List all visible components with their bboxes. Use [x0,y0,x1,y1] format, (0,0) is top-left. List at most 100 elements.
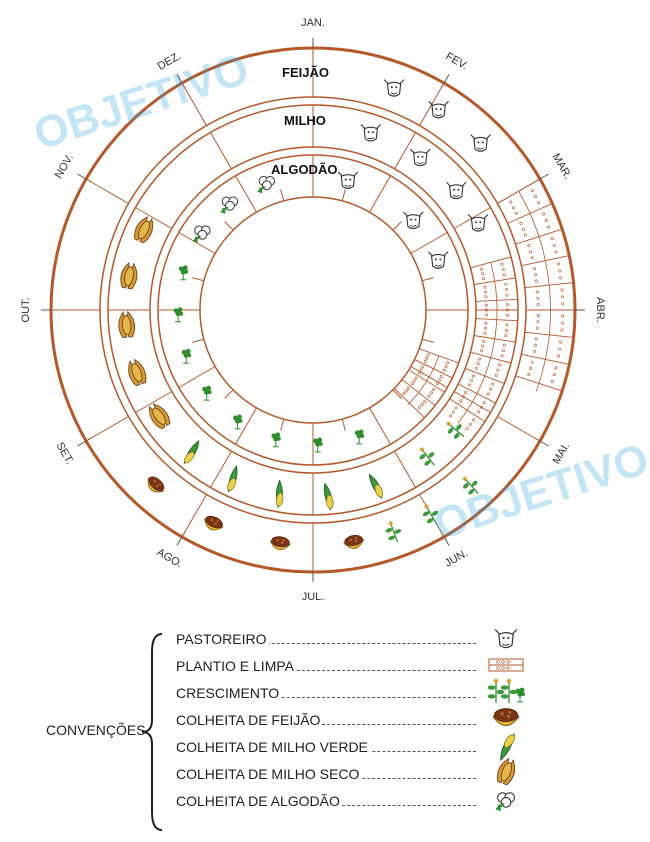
ring-label-feijao: FEIJÃO [282,65,329,80]
plantio-cell-divider [516,229,563,244]
plantio-seed [515,212,517,214]
plantio-seed [553,244,555,246]
legend-item-colheita-algodao: COLHEITA DE ALGODÃO [176,790,526,814]
plantio-cell-divider [470,257,511,268]
plantio-seed [436,382,438,384]
band-spoke [211,132,232,168]
plantio-seed [528,244,530,246]
cotton-icon [258,177,275,194]
plantio-seed [537,297,539,299]
bean-bowl-icon [269,535,291,551]
plantio-seed [445,365,447,367]
green-corn-icon [181,440,204,465]
plantio-seed [421,366,423,368]
plantio-seed [534,195,536,197]
month-label: JUL. [302,591,325,603]
plantio-seed [531,257,533,259]
plantio-seed [534,274,536,276]
plantio-seed [505,288,507,290]
inner-tick [225,390,233,398]
growth-icon [415,443,440,470]
crop-calendar-diagram: JAN.FEV.MAR.ABR.MAI.JUN.JUL.AGO.SET.OUT.… [0,0,650,620]
plantio-seed [424,360,426,362]
plantio-seed [503,344,505,346]
plantio-seed [503,274,505,276]
legend-item-label: COLHEITA DE MILHO SECO [176,766,361,782]
plantio-seed [440,375,442,377]
plantio-seed [418,372,420,374]
plantio-seed [561,322,563,324]
cattle-icon [428,252,448,268]
legend-item-label: CRESCIMENTO [176,685,281,701]
legend-item-label: COLHEITA DE MILHO VERDE [176,739,370,755]
plantio-seed [485,295,487,297]
plantio-seed [483,401,485,403]
plantio-seed [413,380,415,382]
plantio-seed [480,350,482,352]
legend-item-plantio: PLANTIO E LIMPA [176,655,526,679]
plantio-seed [460,400,462,402]
growth-icon [271,432,280,446]
plantio-cell-divider [419,349,458,363]
legend-item-label: COLHEITA DE ALGODÃO [176,793,342,809]
plantio-seed [407,387,409,389]
plantio-seed [506,314,508,316]
plantio-seed [536,327,538,329]
plantio-seed [531,361,533,363]
plantio-seed [495,374,497,376]
legend: CONVENÇÕES PASTOREIRO PLANTIO E LIMPA CR… [0,620,650,842]
plantio-seed [484,327,486,329]
plantio-seed [497,369,499,371]
plantio-seed [477,362,479,364]
plantio-seed [555,251,557,253]
cotton-icon [194,226,211,243]
plantio-seed [520,222,522,224]
plantio-seed [506,294,508,296]
plantio-seed [485,304,487,306]
plantio-seed [505,283,507,285]
plantio-cell-divider [521,354,569,364]
inner-tick [281,419,284,431]
plantio-seed [411,382,413,384]
inner-tick [422,278,434,281]
inner-tick [342,419,345,431]
plantio-seed [415,377,417,379]
plantio-seed [452,411,454,413]
plantio-seed [470,379,472,381]
plantio-seed [559,277,561,279]
plantio-seed [561,315,563,317]
plantio-seed [482,340,484,342]
legend-brace [140,632,170,832]
plantio-cell-divider [458,384,495,403]
dry-corn-icon [132,215,157,245]
plantio-cell-divider [465,368,504,383]
plantio-seed [405,390,407,392]
plantio-seed [449,415,451,417]
inner-tick [225,222,233,230]
ring-label-algodao: ALGODÃO [271,162,337,177]
plantio-seed [561,296,563,298]
plantio-seed [438,379,440,381]
plantio-seed [430,392,432,394]
plantio-grid [394,179,575,430]
plantio-seed [547,226,549,228]
plantio-seed [533,350,535,352]
plantio-seed [537,202,539,204]
plantio-seed [443,369,445,371]
legend-item-colheita-milho-seco: COLHEITA DE MILHO SECO [176,763,526,787]
ring-label-milho: MILHO [284,113,326,128]
growth-icon [442,417,468,443]
plantio-seed [455,407,457,409]
cotton-icon [486,784,526,816]
plantio-seed [501,263,503,265]
plantio-cell-divider [470,352,511,363]
growth-icon [174,307,183,321]
green-corn-icon [224,466,242,493]
inner-tick [192,339,204,342]
green-corn-icon [368,472,384,499]
inner-tick [422,339,434,342]
plantio-seed [506,303,508,305]
month-label: AGO. [155,546,185,570]
plantio-seed [524,234,526,236]
plantio-seed [485,314,487,316]
